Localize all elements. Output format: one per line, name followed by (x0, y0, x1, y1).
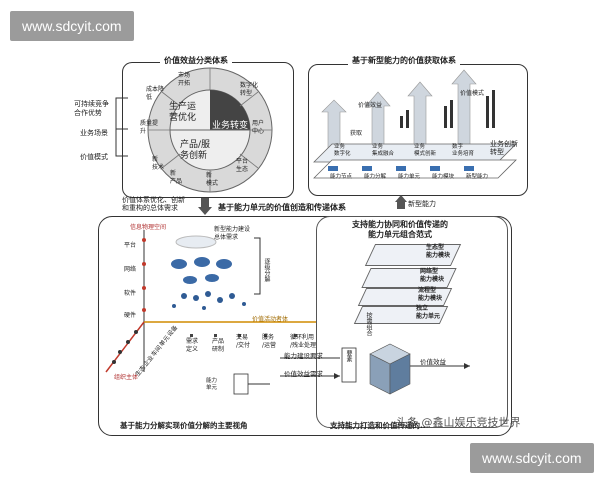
layer-label-process: 流程型 能力模块 (418, 287, 443, 302)
layer-label-2: 业务 模式创新 (414, 144, 437, 157)
up-arrow-icon (395, 195, 407, 209)
y-label-0: 平台 (124, 242, 137, 249)
left-label-scenario: 业务场景 (80, 129, 108, 137)
value-system-demand-label: 价值体系优化、创新 和重构的总体需求 (122, 196, 185, 212)
x-label-1: 产品 研制 (212, 338, 225, 353)
combination-paradigm-title: 支持能力协同和价值传递的 能力单元组合范式 (352, 220, 448, 239)
bottom-label-1: 能力分解 (364, 174, 387, 180)
unit-label: 能力 单元 (206, 378, 218, 391)
stage-label-0: 价值效益 (358, 102, 383, 109)
down-arrow-icon (198, 198, 212, 215)
flow-label-benefit: 价值效益 (420, 358, 446, 366)
value-ring-chart (147, 67, 273, 193)
x-label-2: 交易 /交付 (236, 334, 251, 349)
new-capability-label: 新型能力 (408, 200, 436, 208)
source-watermark: 头条 @鑫山娱乐竞技世界 (396, 416, 521, 429)
x-label-4: 循环利用 /残业处理 (290, 334, 317, 349)
layer-label-eco: 生态型 能力模块 (426, 244, 451, 259)
y-label-2: 软件 (124, 290, 137, 297)
decomposition-diagram (105, 230, 324, 373)
bottom-label-0: 能力节点 (330, 174, 353, 180)
decompose-label: 逐级分解 (263, 258, 270, 282)
value-acquisition-title: 基于新型能力的价值获取体系 (348, 55, 460, 66)
bottom-label-2: 能力单元 (398, 174, 421, 180)
ring-label-1: 成本降 低 (146, 86, 165, 101)
left-label-sustainable: 可持续竞争 合作优势 (74, 100, 109, 117)
acquisition-diagram (313, 69, 517, 179)
ring-label-4: 用户 中心 (252, 120, 265, 135)
flow-label-demand: 价值效益需求 (284, 370, 323, 378)
stage-label-1: 价值模式 (460, 90, 485, 97)
ring-label-7: 新 产品 (170, 170, 183, 185)
ring-label-8: 新 模式 (206, 172, 219, 187)
ring-label-3: 数字化 转型 (240, 82, 259, 97)
layer-label-network: 网络型 能力模块 (420, 268, 445, 283)
paradigm-caption: 支持能力打造和价值传递的... (330, 421, 429, 430)
left-bracket (115, 97, 128, 157)
ring-label-6: 新 技术 (152, 156, 165, 171)
layer-label-unit: 独立 能力单元 (416, 305, 441, 320)
watermark-badge-bottom: www.sdcyit.com (470, 443, 594, 473)
watermark-badge-top: www.sdcyit.com (10, 11, 134, 41)
y-label-1: 网络 (124, 266, 137, 273)
cloud-label: 新型能力建设 总体需求 (214, 226, 251, 241)
diag-axis-title: 组织主体 (114, 374, 139, 381)
factors-label: 要素 (345, 350, 352, 362)
left-label-model: 价值模式 (80, 153, 108, 161)
stage-label-2: 获取 (350, 130, 363, 137)
bottom-label-4: 新型能力 (466, 174, 489, 180)
y-axis-title: 信息物理空间 (130, 224, 167, 231)
flow-diagram (233, 343, 470, 395)
ring-label-0: 市场 开拓 (178, 72, 191, 87)
x-axis-title: 价值活动者体 (252, 316, 289, 323)
ring-label-2: 质量提 升 (140, 120, 159, 135)
center-label-ops: 生产运 营优化 (169, 102, 197, 123)
middle-banner: 基于能力单元的价值创造和传递体系 (218, 203, 346, 212)
capability-unit-panel (98, 216, 512, 436)
x-label-0: 需求 定义 (186, 338, 199, 353)
ring-label-5: 平台 生态 (236, 158, 249, 173)
flow-label-requirement: 能力建设要求 (284, 352, 323, 360)
on-demand-label: 按需组合 (365, 312, 372, 336)
y-label-3: 硬件 (124, 312, 137, 319)
center-label-innovation: 产品/服 务创新 (180, 140, 211, 161)
center-label-transform: 业务转变 (212, 121, 249, 131)
layer-label-0: 业务 数字化 (334, 144, 351, 157)
layer-label-1: 业务 集成融合 (372, 144, 395, 157)
decomposition-caption: 基于能力分解实现价值分解的主要视角 (120, 421, 248, 430)
value-classification-title: 价值效益分类体系 (160, 55, 232, 66)
bottom-label-3: 能力模块 (432, 174, 455, 180)
x-label-3: 服务 /运营 (262, 334, 277, 349)
layer-label-3: 数字 业务培育 (452, 144, 475, 157)
right-label-transform: 业务创新 转型 (490, 140, 518, 156)
